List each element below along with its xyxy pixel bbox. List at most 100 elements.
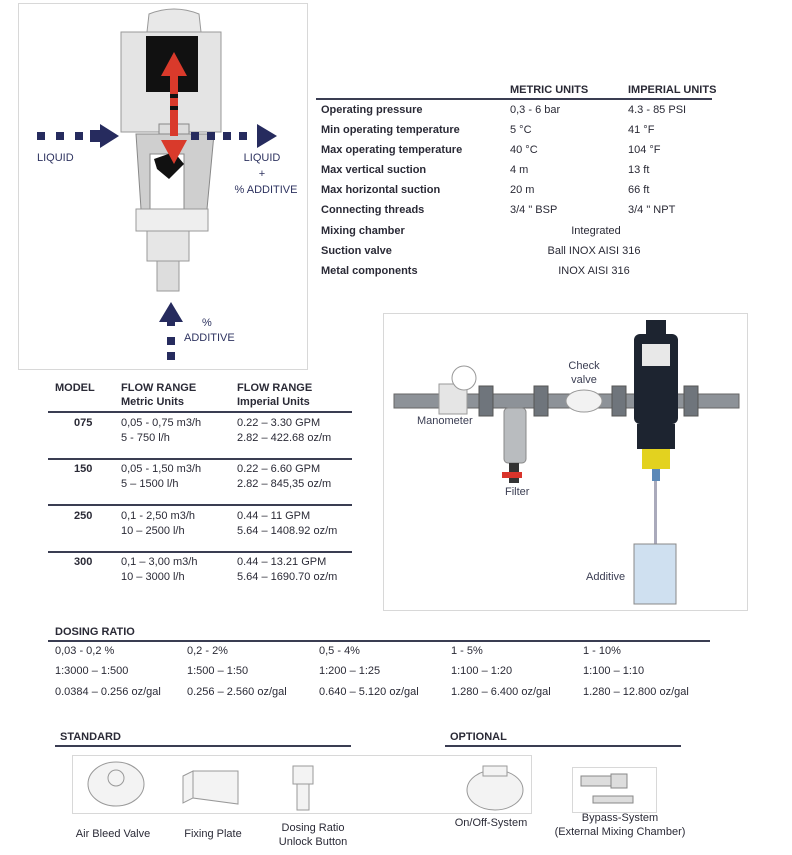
flow-metric-lh: 10 – 3000 l/h bbox=[121, 571, 185, 583]
spec-label: Mixing chamber bbox=[321, 225, 405, 237]
manometer-label: Manometer bbox=[417, 415, 473, 427]
spec-imperial: 104 °F bbox=[628, 144, 661, 156]
header-model: MODEL bbox=[55, 382, 95, 394]
spec-imperial: 66 ft bbox=[628, 184, 650, 196]
divider bbox=[55, 745, 351, 747]
spec-metric: 40 °C bbox=[510, 144, 538, 156]
spec-label: Max horizontal suction bbox=[321, 184, 441, 196]
flow-imperial-ozm: 5.64 – 1408.92 oz/m bbox=[237, 525, 338, 537]
dosing-unlock-caption-2: Unlock Button bbox=[278, 836, 348, 848]
optional-title: OPTIONAL bbox=[450, 731, 507, 743]
dosing-ratio-cell: 0,5 - 4% bbox=[319, 645, 360, 657]
model-number: 300 bbox=[74, 556, 93, 568]
flow-metric: 0,1 - 2,50 m3/h bbox=[121, 510, 195, 522]
dosing-ratio-cell: 1.280 – 6.400 oz/gal bbox=[451, 686, 551, 698]
additive-pct-label: % bbox=[202, 317, 212, 329]
model-number: 150 bbox=[74, 463, 93, 475]
divider bbox=[48, 504, 352, 506]
flow-imperial-ozm: 5.64 – 1690.70 oz/m bbox=[237, 571, 338, 583]
divider bbox=[48, 640, 710, 642]
spec-label: Connecting threads bbox=[321, 204, 425, 216]
fixing-plate-icon bbox=[182, 770, 239, 805]
spec-value: Ball INOX AISI 316 bbox=[547, 245, 641, 257]
spec-label: Suction valve bbox=[321, 245, 392, 257]
divider bbox=[48, 411, 352, 413]
spec-metric: 4 m bbox=[510, 164, 529, 176]
divider bbox=[48, 458, 352, 460]
plus-label: + bbox=[258, 168, 266, 180]
installation-diagram: Manometer Filter Check valve Additive bbox=[383, 313, 748, 611]
dosing-unlock-button-icon bbox=[292, 765, 314, 811]
flow-imperial-ozm: 2.82 – 422.68 oz/m bbox=[237, 432, 332, 444]
header-flow-imperial-units: Imperial Units bbox=[237, 396, 310, 408]
spec-label: Max operating temperature bbox=[321, 144, 463, 156]
filter-label: Filter bbox=[505, 486, 530, 498]
spec-metric: 5 °C bbox=[510, 124, 532, 136]
spec-label: Metal components bbox=[321, 265, 418, 277]
divider bbox=[316, 98, 712, 100]
dosing-ratio-cell: 1:100 – 1:10 bbox=[583, 665, 645, 677]
dosing-unlock-caption: Dosing Ratio bbox=[281, 822, 345, 834]
spec-metric: 3/4 " BSP bbox=[510, 204, 558, 216]
model-number: 250 bbox=[74, 510, 93, 522]
fixing-plate-caption: Fixing Plate bbox=[184, 828, 242, 840]
dosing-ratio-cell: 1 - 10% bbox=[583, 645, 621, 657]
flow-metric-lh: 10 – 2500 l/h bbox=[121, 525, 185, 537]
standard-title: STANDARD bbox=[60, 731, 121, 743]
flow-imperial: 0.44 – 13.21 GPM bbox=[237, 556, 327, 568]
check-valve-label-2: valve bbox=[571, 374, 597, 386]
flow-imperial: 0.22 – 6.60 GPM bbox=[237, 463, 321, 475]
dosing-ratio-cell: 1:200 – 1:25 bbox=[319, 665, 381, 677]
dosing-ratio-title: DOSING RATIO bbox=[55, 626, 135, 638]
air-bleed-valve-icon bbox=[87, 761, 145, 807]
spec-label: Max vertical suction bbox=[321, 164, 427, 176]
header-flow-imperial: FLOW RANGE bbox=[237, 382, 313, 394]
header-flow-metric-units: Metric Units bbox=[121, 396, 184, 408]
installation-illustration bbox=[393, 320, 740, 605]
air-bleed-valve-caption: Air Bleed Valve bbox=[75, 828, 151, 840]
model-number: 075 bbox=[74, 417, 93, 429]
dosing-ratio-cell: 0.0384 – 0.256 oz/gal bbox=[55, 686, 161, 698]
spec-label: Min operating temperature bbox=[321, 124, 460, 136]
divider bbox=[445, 745, 681, 747]
divider bbox=[48, 551, 352, 553]
flow-metric: 0,05 - 1,50 m3/h bbox=[121, 463, 202, 475]
additive-out-label: % ADDITIVE bbox=[234, 184, 298, 196]
liquid-in-label: LIQUID bbox=[37, 152, 74, 164]
bypass-system-caption-2: (External Mixing Chamber) bbox=[554, 826, 686, 838]
flow-metric-lh: 5 - 750 l/h bbox=[121, 432, 170, 444]
spec-label: Operating pressure bbox=[321, 104, 423, 116]
dosing-ratio-cell: 0,2 - 2% bbox=[187, 645, 228, 657]
on-off-system-caption: On/Off-System bbox=[454, 817, 528, 829]
dosing-ratio-cell: 0.256 – 2.560 oz/gal bbox=[187, 686, 287, 698]
dosing-ratio-cell: 1:500 – 1:50 bbox=[187, 665, 249, 677]
spec-value: INOX AISI 316 bbox=[558, 265, 630, 277]
dosing-ratio-cell: 0,03 - 0,2 % bbox=[55, 645, 115, 657]
flow-imperial: 0.22 – 3.30 GPM bbox=[237, 417, 321, 429]
spec-metric: 20 m bbox=[510, 184, 535, 196]
dosing-ratio-cell: 1:100 – 1:20 bbox=[451, 665, 513, 677]
flow-metric: 0,05 - 0,75 m3/h bbox=[121, 417, 202, 429]
cutaway-diagram: LIQUID LIQUID + % ADDITIVE % ADDITIVE bbox=[18, 3, 308, 370]
dosing-ratio-cell: 1 - 5% bbox=[451, 645, 483, 657]
bypass-system-caption: Bypass-System bbox=[581, 812, 659, 824]
dosing-ratio-cell: 0.640 – 5.120 oz/gal bbox=[319, 686, 419, 698]
spec-value: Integrated bbox=[571, 225, 621, 237]
spec-imperial: 4.3 - 85 PSI bbox=[628, 104, 687, 116]
liquid-out-label: LIQUID bbox=[243, 152, 281, 164]
flow-metric: 0,1 – 3,00 m3/h bbox=[121, 556, 198, 568]
dosing-ratio-cell: 1:3000 – 1:500 bbox=[55, 665, 129, 677]
bypass-image-box bbox=[572, 767, 657, 813]
dosing-ratio-cell: 1.280 – 12.800 oz/gal bbox=[583, 686, 689, 698]
check-valve-label: Check bbox=[568, 360, 600, 372]
flow-metric-lh: 5 – 1500 l/h bbox=[121, 478, 179, 490]
specs-header-metric: METRIC UNITS bbox=[510, 84, 589, 96]
spec-metric: 0,3 - 6 bar bbox=[510, 104, 561, 116]
dosing-pump-cutaway-illustration bbox=[37, 8, 277, 360]
flow-arrow-icon bbox=[37, 124, 277, 360]
flow-imperial: 0.44 – 11 GPM bbox=[237, 510, 311, 522]
bypass-system-icon bbox=[580, 773, 634, 804]
spec-imperial: 13 ft bbox=[628, 164, 650, 176]
spec-imperial: 41 °F bbox=[628, 124, 655, 136]
spec-imperial: 3/4 " NPT bbox=[628, 204, 676, 216]
